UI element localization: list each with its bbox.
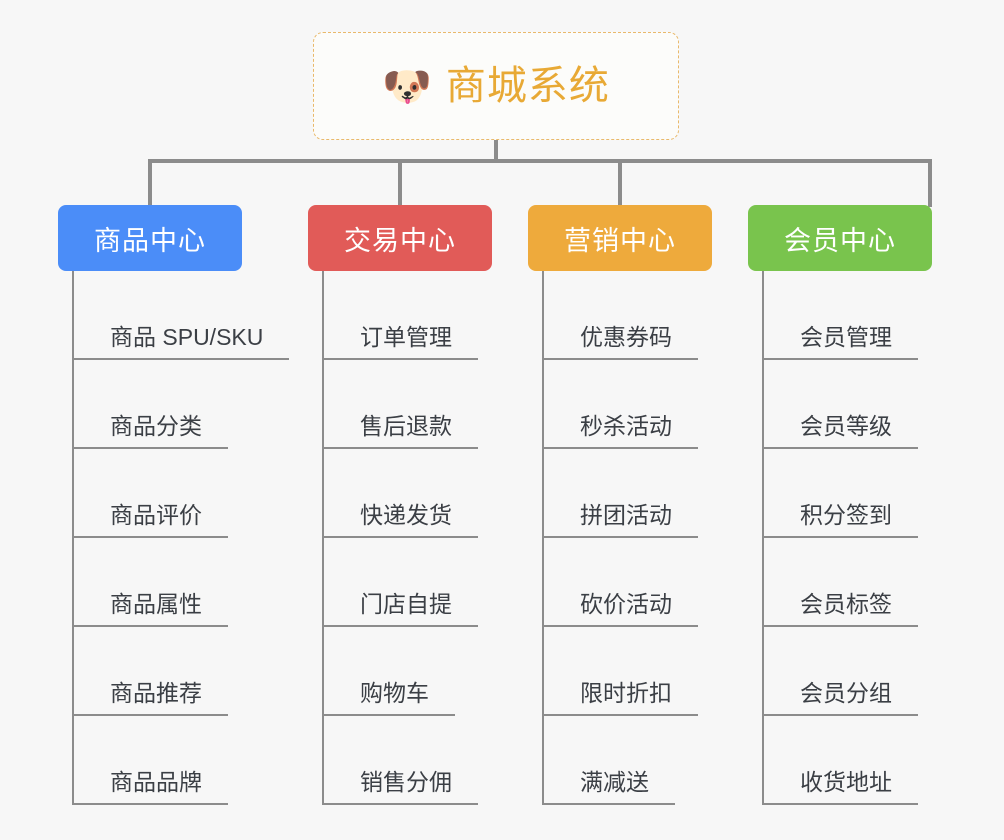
list-item[interactable]: 拼团活动 [544,449,712,538]
root-node[interactable]: 🐶 商城系统 [313,32,679,140]
child-label: 商品属性 [74,591,228,627]
child-label: 商品推荐 [74,680,228,716]
child-label: 满减送 [544,769,675,805]
child-label: 商品 SPU/SKU [74,324,290,360]
list-item[interactable]: 商品评价 [74,449,289,538]
list-item[interactable]: 订单管理 [324,271,492,360]
child-label: 商品品牌 [74,769,228,805]
list-item[interactable]: 商品分类 [74,360,289,449]
list-item[interactable]: 会员标签 [764,538,932,627]
child-label: 商品分类 [74,413,228,449]
list-item[interactable]: 优惠券码 [544,271,712,360]
list-item[interactable]: 满减送 [544,716,712,805]
list-item[interactable]: 秒杀活动 [544,360,712,449]
branch-column-product-center: 商品中心 商品 SPU/SKU 商品分类 商品评价 商品属性 商品推荐 商品品牌 [58,205,290,805]
branch-children-marketing-center: 优惠券码 秒杀活动 拼团活动 砍价活动 限时折扣 满减送 [542,271,712,805]
connector-drop-branch-4 [928,159,932,207]
child-label: 会员分组 [764,680,918,716]
branch-header-member-center[interactable]: 会员中心 [748,205,932,271]
branch-header-label: 营销中心 [564,225,676,256]
connector-drop-branch-2 [398,159,402,207]
child-label: 订单管理 [324,324,478,360]
list-item[interactable]: 购物车 [324,627,492,716]
branch-children-product-center: 商品 SPU/SKU 商品分类 商品评价 商品属性 商品推荐 商品品牌 [72,271,290,805]
branch-column-marketing-center: 营销中心 优惠券码 秒杀活动 拼团活动 砍价活动 限时折扣 满减送 [528,205,712,805]
child-label: 会员管理 [764,324,918,360]
root-title: 商城系统 [445,64,610,108]
list-item[interactable]: 限时折扣 [544,627,712,716]
list-item[interactable]: 商品品牌 [74,716,289,805]
list-item[interactable]: 商品推荐 [74,627,289,716]
list-item[interactable]: 会员管理 [764,271,932,360]
child-label: 收货地址 [764,769,918,805]
branch-header-label: 商品中心 [94,225,206,256]
child-label: 商品评价 [74,502,228,538]
branch-header-product-center[interactable]: 商品中心 [58,205,242,271]
child-label: 快递发货 [324,502,478,538]
child-label: 会员等级 [764,413,918,449]
list-item[interactable]: 砍价活动 [544,538,712,627]
list-item[interactable]: 售后退款 [324,360,492,449]
child-label: 限时折扣 [544,680,698,716]
connector-horizontal-bus [148,159,932,163]
child-label: 拼团活动 [544,502,698,538]
list-item[interactable]: 会员分组 [764,627,932,716]
child-label: 售后退款 [324,413,478,449]
branch-column-trade-center: 交易中心 订单管理 售后退款 快递发货 门店自提 购物车 销售分佣 [308,205,492,805]
child-label: 门店自提 [324,591,478,627]
list-item[interactable]: 积分签到 [764,449,932,538]
child-label: 销售分佣 [324,769,478,805]
list-item[interactable]: 收货地址 [764,716,932,805]
child-label: 购物车 [324,680,455,716]
child-label: 积分签到 [764,502,918,538]
list-item[interactable]: 门店自提 [324,538,492,627]
child-label: 会员标签 [764,591,918,627]
branch-children-trade-center: 订单管理 售后退款 快递发货 门店自提 购物车 销售分佣 [322,271,492,805]
list-item[interactable]: 快递发货 [324,449,492,538]
connector-drop-branch-1 [148,159,152,207]
connector-root-stem [494,140,498,163]
child-label: 砍价活动 [544,591,698,627]
branch-header-marketing-center[interactable]: 营销中心 [528,205,712,271]
branch-children-member-center: 会员管理 会员等级 积分签到 会员标签 会员分组 收货地址 [762,271,932,805]
list-item[interactable]: 会员等级 [764,360,932,449]
branch-header-label: 交易中心 [344,225,456,256]
child-label: 优惠券码 [544,324,698,360]
list-item[interactable]: 销售分佣 [324,716,492,805]
branch-column-member-center: 会员中心 会员管理 会员等级 积分签到 会员标签 会员分组 收货地址 [748,205,932,805]
branch-header-trade-center[interactable]: 交易中心 [308,205,492,271]
list-item[interactable]: 商品属性 [74,538,289,627]
list-item[interactable]: 商品 SPU/SKU [74,271,290,360]
branch-header-label: 会员中心 [784,225,896,256]
shiba-dog-face-icon: 🐶 [382,65,432,109]
child-label: 秒杀活动 [544,413,698,449]
connector-drop-branch-3 [618,159,622,207]
